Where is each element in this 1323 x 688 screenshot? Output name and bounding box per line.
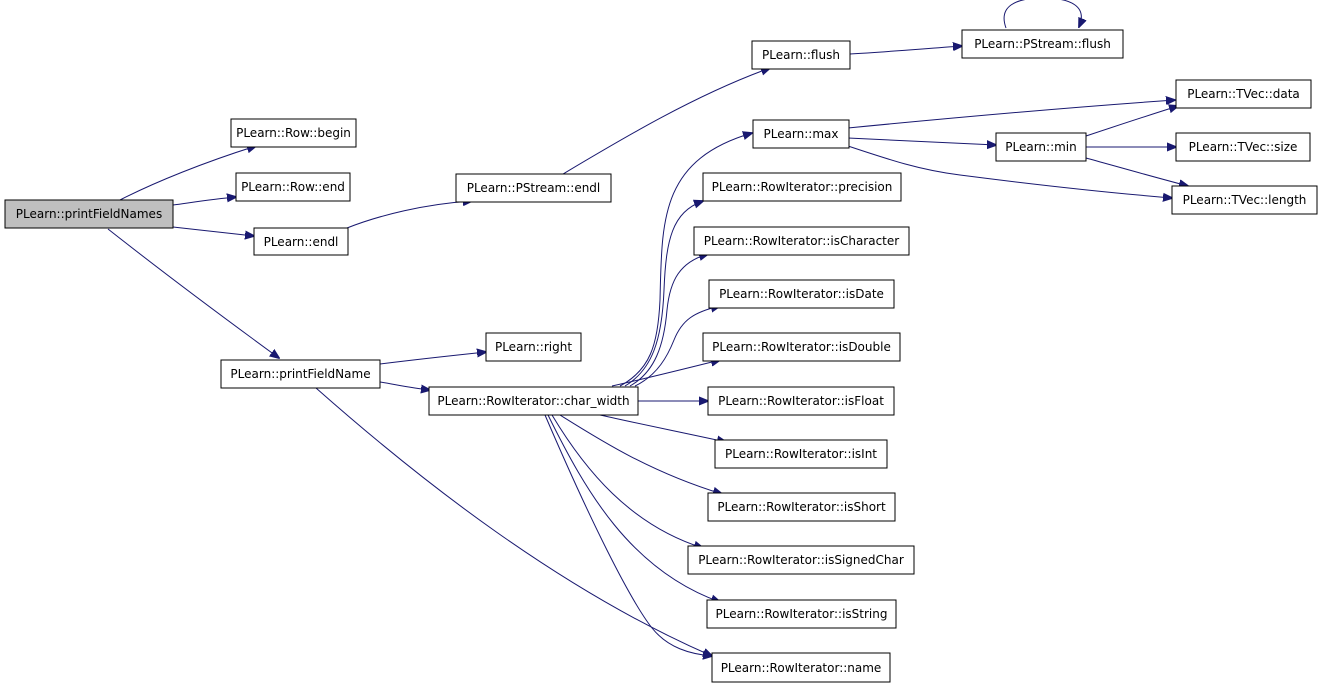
node-max[interactable]: PLearn::max <box>752 119 850 149</box>
edge-printFieldNames-row-begin <box>119 146 256 201</box>
edge-printFieldName-right <box>379 352 486 365</box>
edge-char-width-precision <box>624 201 703 387</box>
edge-min-tvec-length <box>1085 157 1188 186</box>
node-char-width[interactable]: PLearn::RowIterator::char_width <box>428 386 639 416</box>
edge-max-tvec-data <box>847 100 1175 129</box>
edge-printFieldName-name <box>315 387 712 656</box>
node-label: PLearn::RowIterator::isString <box>716 607 888 621</box>
node-right[interactable]: PLearn::right <box>485 332 582 362</box>
edge-min-tvec-data <box>1085 106 1178 137</box>
edge-printFieldNames-printFieldName <box>107 228 279 358</box>
node-name[interactable]: PLearn::RowIterator::name <box>711 652 891 683</box>
edge-endl-pstream-endl <box>346 201 472 229</box>
node-label: PLearn::endl <box>264 235 339 249</box>
edge-char-width-isInt <box>599 414 726 442</box>
node-tvec-size[interactable]: PLearn::TVec::size <box>1175 132 1311 162</box>
edge-char-width-name <box>544 414 712 656</box>
node-isSignedChar[interactable]: PLearn::RowIterator::isSignedChar <box>687 545 915 575</box>
edge-printFieldName-char-width <box>379 381 430 390</box>
edge-pstream-endl-flush <box>562 68 770 175</box>
node-label: PLearn::RowIterator::isSignedChar <box>698 553 904 567</box>
edge-char-width-isString <box>547 414 720 602</box>
node-label: PLearn::RowIterator::isInt <box>725 447 877 461</box>
edge-printFieldNames-endl <box>172 226 254 236</box>
node-label: PLearn::min <box>1005 140 1077 154</box>
edge-char-width-isDouble <box>611 360 720 387</box>
node-label: PLearn::flush <box>762 48 840 62</box>
node-label: PLearn::PStream::endl <box>467 181 601 195</box>
edge-flush-pstream-flush <box>849 46 962 55</box>
node-label: PLearn::printFieldName <box>230 367 370 381</box>
node-label: PLearn::RowIterator::precision <box>712 180 893 194</box>
edge-char-width-isSignedChar <box>551 414 703 548</box>
node-isInt[interactable]: PLearn::RowIterator::isInt <box>714 439 888 469</box>
node-label: PLearn::Row::begin <box>236 126 351 140</box>
edges <box>107 0 1188 656</box>
edge-char-width-isDate <box>634 306 720 387</box>
node-precision[interactable]: PLearn::RowIterator::precision <box>702 172 902 202</box>
edge-char-width-max <box>619 133 752 387</box>
node-tvec-data[interactable]: PLearn::TVec::data <box>1175 79 1312 109</box>
node-label: PLearn::RowIterator::isFloat <box>718 394 884 408</box>
node-row-end[interactable]: PLearn::Row::end <box>235 172 351 202</box>
node-label: PLearn::TVec::size <box>1189 140 1298 154</box>
node-label: PLearn::max <box>763 127 838 141</box>
nodes: PLearn::printFieldNames PLearn::Row::beg… <box>4 29 1318 683</box>
edge-max-tvec-length <box>847 145 1172 198</box>
node-label: PLearn::TVec::data <box>1187 87 1300 101</box>
node-label: PLearn::RowIterator::isCharacter <box>704 234 899 248</box>
node-min[interactable]: PLearn::min <box>995 132 1087 162</box>
node-label: PLearn::RowIterator::isShort <box>717 500 886 514</box>
node-pstream-flush[interactable]: PLearn::PStream::flush <box>961 29 1124 59</box>
edge-char-width-isShort <box>559 414 722 494</box>
node-endl[interactable]: PLearn::endl <box>253 227 349 256</box>
node-label: PLearn::TVec::length <box>1183 193 1307 207</box>
node-tvec-length[interactable]: PLearn::TVec::length <box>1171 185 1318 215</box>
edge-char-width-isCharacter <box>629 254 708 387</box>
node-flush[interactable]: PLearn::flush <box>751 40 851 70</box>
node-label: PLearn::RowIterator::isDate <box>719 287 884 301</box>
node-label: PLearn::RowIterator::isDouble <box>712 340 891 354</box>
node-isDate[interactable]: PLearn::RowIterator::isDate <box>708 279 895 309</box>
node-isString[interactable]: PLearn::RowIterator::isString <box>706 599 897 629</box>
edge-pstream-flush-self <box>1003 0 1081 28</box>
node-printFieldNames[interactable]: PLearn::printFieldNames <box>4 199 174 229</box>
node-label: PLearn::printFieldNames <box>16 207 162 221</box>
edge-printFieldNames-row-end <box>172 197 236 206</box>
node-isFloat[interactable]: PLearn::RowIterator::isFloat <box>707 386 895 416</box>
node-isCharacter[interactable]: PLearn::RowIterator::isCharacter <box>693 226 910 256</box>
node-isDouble[interactable]: PLearn::RowIterator::isDouble <box>702 332 901 362</box>
node-label: PLearn::RowIterator::char_width <box>437 394 629 408</box>
node-label: PLearn::RowIterator::name <box>721 661 882 675</box>
node-pstream-endl[interactable]: PLearn::PStream::endl <box>455 173 612 203</box>
node-row-begin[interactable]: PLearn::Row::begin <box>230 118 357 148</box>
edge-max-min <box>847 137 996 145</box>
node-label: PLearn::right <box>495 340 572 354</box>
node-isShort[interactable]: PLearn::RowIterator::isShort <box>707 492 896 522</box>
node-printFieldName[interactable]: PLearn::printFieldName <box>220 359 381 389</box>
node-label: PLearn::PStream::flush <box>974 37 1111 51</box>
node-label: PLearn::Row::end <box>241 180 345 194</box>
